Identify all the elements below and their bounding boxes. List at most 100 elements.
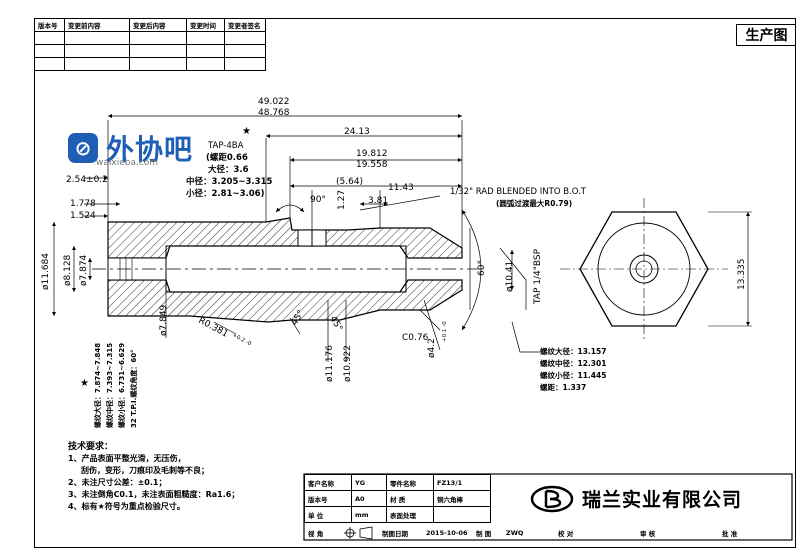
watermark-logo-icon: ⊘ xyxy=(68,133,98,163)
title-cell: 单 位 xyxy=(304,506,352,523)
revision-table: 版本号 变更前内容 变更后内容 变更时间 变更者签名 xyxy=(34,18,266,71)
thread-spec-line: 32 T.P.I.螺纹角度：60° xyxy=(129,349,138,428)
hex-end-view xyxy=(560,198,752,340)
title-cell: 校 对 xyxy=(558,530,574,538)
revision-row xyxy=(34,44,266,58)
title-block: 客户名称 YG 零件名称 FZ13/1 版本号 A0 材 质 铜六角棒 单 位 … xyxy=(304,474,491,523)
dim-5-64: (5.64) xyxy=(336,177,363,187)
title-cell: 客户名称 xyxy=(304,474,352,491)
thread-spec-line: 螺纹中径：12.301 xyxy=(540,358,606,368)
title-cell: 表面处理 xyxy=(386,506,434,523)
dim-1-27: 1.27 xyxy=(337,190,347,210)
rad-note-line1: 1/32" RAD BLENDED INTO B.O.T xyxy=(450,187,587,197)
notes-title: 技术要求： xyxy=(68,442,114,452)
watermark-name: 外协吧 xyxy=(106,133,194,166)
section-upper xyxy=(107,217,463,259)
title-cell: 制 图 xyxy=(476,530,492,538)
title-cell: 版本号 xyxy=(304,490,352,507)
thread-spec-star: ★ xyxy=(80,378,89,389)
tap-note-line: 小径：2.81~3.06) xyxy=(185,188,265,199)
watermark-logo: ⊘ 外协吧 xyxy=(68,128,193,168)
dim-11-43: 11.43 xyxy=(388,183,414,193)
tap-note-line: 大径：3.6 xyxy=(208,164,249,175)
title-cell: mm xyxy=(351,506,387,523)
title-cell: 2015-10-06 xyxy=(426,529,468,537)
thread-spec-line: 螺纹中径：7.393~7.315 xyxy=(105,343,114,428)
dim-1-778: 1.778 xyxy=(70,199,96,209)
revision-header-row: 版本号 变更前内容 变更后内容 变更时间 变更者签名 xyxy=(34,18,266,32)
thread-spec-left: ★ 螺纹大径：7.874~7.848 螺纹中径：7.393~7.315 螺纹小径… xyxy=(80,343,138,428)
dim-radius-0-381: R0.381 xyxy=(197,316,230,340)
title-cell: 批 准 xyxy=(722,530,738,538)
dimension-labels: 49.022 48.768 24.13 19.812 19.558 (5.64)… xyxy=(41,97,747,382)
title-cell: 零件名称 xyxy=(386,474,434,491)
title-bottom-row: 视 角 制图日期 2015-10-06 制 图 ZWQ 校 对 审 核 批 准 xyxy=(304,526,792,540)
dim-dia-10-922: ø10.922 xyxy=(343,345,353,382)
thread-spec-line: 螺距：1.337 xyxy=(540,382,586,392)
notes-line: 4、标有★符号为重点检验尺寸。 xyxy=(68,502,185,511)
section-lower xyxy=(107,279,463,323)
dim-dia-4-2: ø4.2 xyxy=(427,338,437,358)
drawing-frame xyxy=(34,18,796,548)
dim-3-81: 3.81 xyxy=(368,196,388,206)
title-cell: 审 核 xyxy=(640,530,656,538)
dim-2-54: 2.54±0.2 xyxy=(66,175,108,185)
dim-dia-4-2-tol: +0.1 -0 xyxy=(442,321,448,342)
title-cell: 材 质 xyxy=(386,490,434,507)
part-section xyxy=(92,217,478,323)
tap-note-line: (螺距0.66 xyxy=(206,152,248,163)
dim-angle-90: 90° xyxy=(310,195,326,205)
title-cell: 视 角 xyxy=(308,530,324,538)
dim-overall-min: 48.768 xyxy=(258,108,290,118)
leader-line xyxy=(511,321,540,353)
technical-notes: 技术要求： 1、产品表面平整光滑，无压伤， 刮伤，变形，刀痕印及毛刺等不良； 2… xyxy=(68,441,239,513)
dim-dia-11-176: ø11.176 xyxy=(325,345,335,382)
revision-row xyxy=(34,57,266,71)
company-block: 瑞兰实业有限公司 xyxy=(480,475,792,522)
dim-24-13: 24.13 xyxy=(344,127,370,137)
company-logo-icon xyxy=(530,485,574,512)
dim-angle-60: 60° xyxy=(477,260,487,276)
notes-line: 刮伤，变形，刀痕印及毛刺等不良； xyxy=(81,466,209,475)
thread-spec-line: 螺纹小径：6.731~6.629 xyxy=(117,343,126,428)
thread-spec-line: 螺纹小径：11.445 xyxy=(540,370,606,380)
tap-note: TAP-4BA ★ (螺距0.66 大径：3.6 中径：3.205~3.315 … xyxy=(185,126,272,199)
title-row: 版本号 A0 材 质 铜六角棒 xyxy=(304,490,491,507)
dim-dia-10-41: ø10.41 xyxy=(505,261,515,292)
dim-1-524: 1.524 xyxy=(70,211,96,221)
title-row: 客户名称 YG 零件名称 FZ13/1 xyxy=(304,474,491,491)
tap-note-star: ★ xyxy=(242,126,251,137)
notes-line: 2、未注尺寸公差：±0.1； xyxy=(68,478,167,487)
dim-chamfer: C0.76 xyxy=(402,333,429,343)
notes-line: 3、未注倒角C0.1，未注表面粗糙度：Ra1.6； xyxy=(68,490,240,499)
dim-width-13-335: 13.335 xyxy=(737,259,747,291)
rad-note: 1/32" RAD BLENDED INTO B.O.T (圆弧过渡最大R0.7… xyxy=(450,187,587,208)
dim-dia-11-684: ø11.684 xyxy=(41,253,51,290)
dim-19-812: 19.812 xyxy=(356,149,388,159)
dim-radius-tol: +0.2 -0 xyxy=(231,332,252,347)
side-port xyxy=(297,229,313,247)
projection-symbol-icon xyxy=(344,526,373,540)
dim-dia-8-128: ø8.128 xyxy=(63,254,73,286)
title-cell: 制图日期 xyxy=(382,530,408,538)
company-name: 瑞兰实业有限公司 xyxy=(581,489,742,511)
tap-note-line: 中径：3.205~3.315 xyxy=(186,176,272,187)
thread-spec-right: 螺纹大径：13.157 螺纹中径：12.301 螺纹小径：11.445 螺距：1… xyxy=(540,346,606,392)
watermark-url: waixieba.com xyxy=(96,158,159,168)
title-cell: A0 xyxy=(351,490,387,507)
title-cell xyxy=(433,506,491,523)
title-cell: YG xyxy=(351,474,387,491)
dim-19-558: 19.558 xyxy=(356,160,388,170)
tap-note-title: TAP-4BA xyxy=(207,141,244,151)
title-row: 单 位 mm 表面处理 xyxy=(304,506,491,523)
notes-line: 1、产品表面平整光滑，无压伤， xyxy=(68,454,186,463)
dim-dia-7-874: ø7.874 xyxy=(79,254,89,286)
side-port xyxy=(311,229,327,247)
dim-tap-bsp: TAP 1/4"BSP xyxy=(533,248,543,305)
revision-cell xyxy=(224,57,266,71)
title-cell: ZWQ xyxy=(506,529,524,537)
thread-spec-line: 螺纹大径：13.157 xyxy=(540,346,606,356)
thread-spec-line: 螺纹大径：7.874~7.848 xyxy=(93,343,102,428)
dimension-lines xyxy=(51,113,527,362)
